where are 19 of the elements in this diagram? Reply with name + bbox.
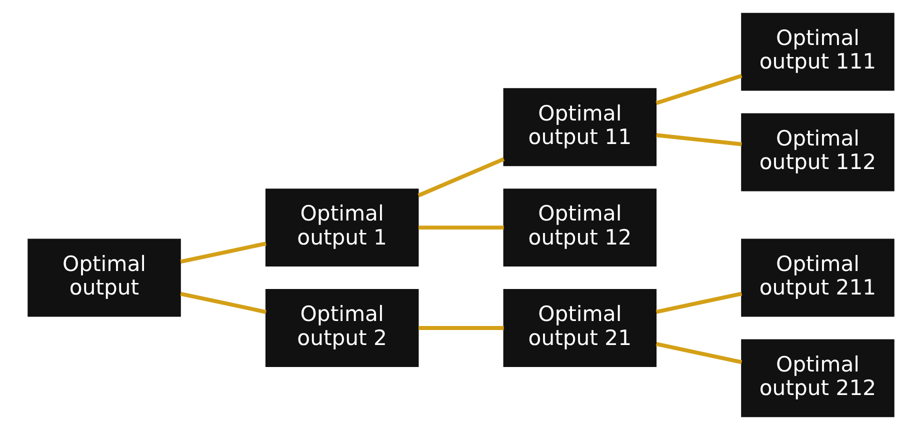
node-box: Optimal output 111 bbox=[740, 12, 894, 91]
connector bbox=[418, 326, 504, 330]
node-box: Optimal output 12 bbox=[502, 188, 656, 267]
node-box: Optimal output 11 bbox=[502, 88, 656, 166]
connector bbox=[655, 292, 742, 314]
node-box: Optimal output 211 bbox=[740, 238, 894, 317]
connector bbox=[655, 74, 742, 105]
connector bbox=[655, 342, 742, 364]
node-box: Optimal output bbox=[27, 238, 180, 317]
node-box: Optimal output 212 bbox=[740, 339, 894, 418]
connector bbox=[417, 157, 504, 198]
connector bbox=[656, 133, 742, 146]
node-box: Optimal output 21 bbox=[502, 288, 656, 367]
connector bbox=[418, 226, 504, 230]
node-box: Optimal output 1 bbox=[264, 188, 418, 267]
connector bbox=[180, 242, 266, 264]
node-box: Optimal output 112 bbox=[740, 113, 894, 192]
connector bbox=[180, 292, 266, 314]
node-box: Optimal output 2 bbox=[264, 288, 418, 367]
